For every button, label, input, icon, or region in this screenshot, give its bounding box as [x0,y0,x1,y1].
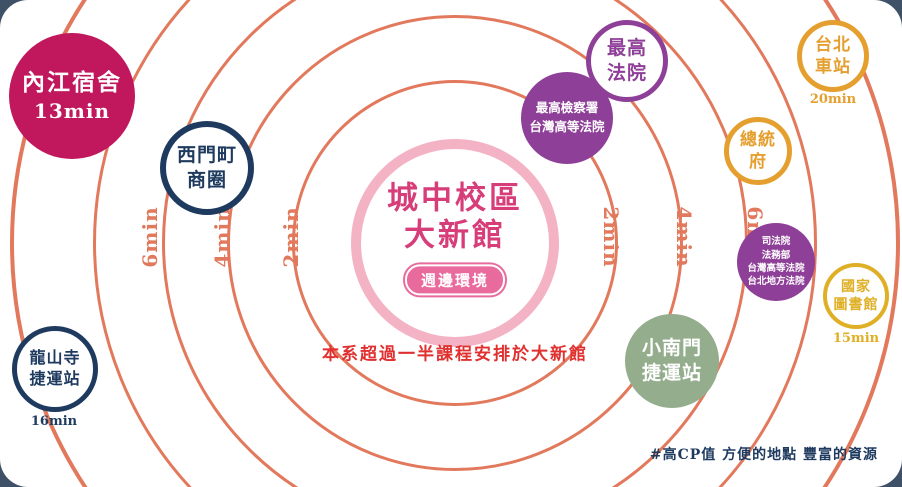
ring-label-right-4min: 4min [672,206,696,268]
footer-hashtag: #高CP值 方便的地點 豐富的資源 [649,447,878,463]
course-note: 本系超過一半課程安排於大新館 [322,344,588,365]
travel-time-national-library: 15min [832,331,880,346]
center-block: 城中校區 大新館 週邊環境 [387,180,523,296]
location-label: 台北 [815,34,851,55]
distance-ring-2min [292,80,618,406]
location-bubble-ximending: 西門町 商圈 [160,121,254,215]
location-label: 台灣高等法院 [529,119,605,134]
location-label: 法院 [606,62,647,84]
location-label: 法務部 [761,249,791,261]
surroundings-badge: 週邊環境 [404,264,505,296]
distance-ring-outer-2 [10,0,900,487]
page-title-line2: 大新館 [404,217,506,253]
location-label: 最高檢察署 [535,100,599,116]
location-label: 司法院 [761,236,791,248]
distance-ring-4min [227,15,683,471]
location-label: 總統 [740,129,776,150]
location-label: 國家 [841,278,871,295]
location-label: 府 [749,152,767,172]
travel-time-taipei-station: 20min [809,92,857,107]
location-label: 小南門 [641,337,702,360]
location-label: 西門町 [176,144,237,167]
travel-time-longshan: 16min [30,414,78,429]
location-label: 捷運站 [641,362,702,384]
ring-label-left-2min: 2min [279,206,303,268]
location-label: 龍山寺 [29,348,81,368]
ring-label-right-2min: 2min [599,206,623,268]
location-label: 台灣高等法院 [747,263,805,274]
location-bubble-high-prosecutors: 最高檢察署 台灣高等法院 [521,72,613,164]
location-bubble-presidential-office: 總統 府 [724,117,792,185]
location-bubble-judicial-cluster: 司法院 法務部 台灣高等法院 台北地方法院 [737,223,815,301]
center-highlight-ring [351,139,559,347]
location-label: 商圈 [186,169,227,191]
location-label: 內江宿舍 [22,69,122,97]
location-bubble-national-library: 國家 圖書館 [823,263,889,329]
location-bubble-supreme-court: 最高 法院 [586,20,668,102]
location-bubble-neijiang-dorm: 內江宿舍 13min [9,33,135,159]
location-label: 台北地方法院 [747,276,805,288]
location-bubble-xiaonanmen-mrt: 小南門 捷運站 [625,314,719,408]
ring-label-left-6min: 6min [138,206,162,268]
location-label: 最高 [606,37,647,60]
location-bubble-taipei-main-station: 台北 車站 [797,20,869,92]
location-bubble-longshan-mrt: 龍山寺 捷運站 [12,326,98,412]
ring-label-left-4min: 4min [210,206,234,268]
location-label: 圖書館 [833,297,879,313]
distance-ring-outer-1 [93,0,817,487]
location-label: 車站 [815,57,851,77]
page-title-line1: 城中校區 [387,180,523,217]
travel-time: 13min [33,98,111,123]
location-label: 捷運站 [29,369,81,388]
